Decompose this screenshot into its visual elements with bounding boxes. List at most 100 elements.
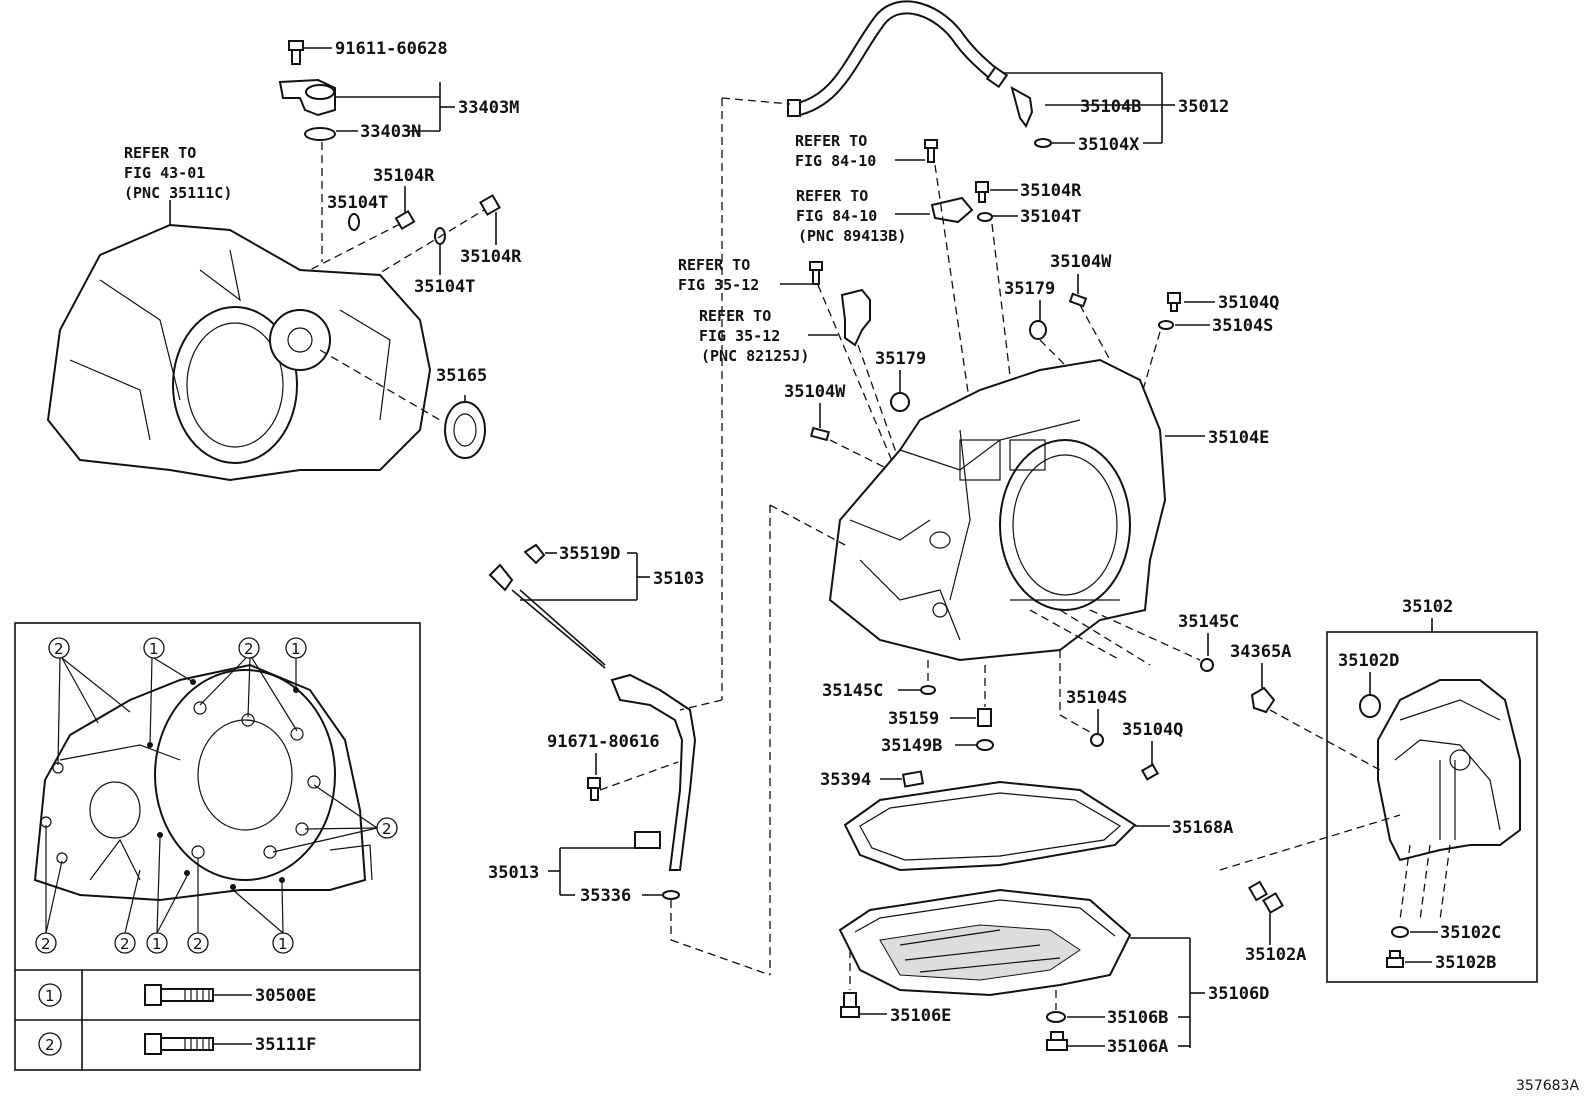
bolt-35111F-icon <box>144 1033 214 1055</box>
label-33403N: 33403N <box>360 122 421 142</box>
bolt-35104R-a <box>394 209 416 231</box>
extension-housing-35102 <box>1377 679 1521 862</box>
label-35179-a: 35179 <box>1004 279 1055 299</box>
cap-35519D <box>523 543 546 565</box>
label-35104B: 35104B <box>1080 97 1141 117</box>
label-35102D: 35102D <box>1338 651 1399 671</box>
plug-35179-a <box>1029 320 1047 340</box>
label-35336: 35336 <box>580 886 631 906</box>
ref-label-5b: FIG 35-12 <box>699 327 780 345</box>
callout-1: 1 <box>291 640 301 658</box>
callout-2: 2 <box>382 820 392 838</box>
ref-label-2b: FIG 84-10 <box>795 152 876 170</box>
ref-label-1b: FIG 43-01 <box>124 164 205 182</box>
inset-callouts: 2 1 2 1 2 2 2 1 2 1 <box>35 637 398 954</box>
callout-2: 2 <box>54 640 64 658</box>
gasket-35145C-b <box>1200 658 1214 672</box>
label-35103: 35103 <box>653 569 704 589</box>
label-35102: 35102 <box>1402 597 1453 617</box>
ref-label-4b: FIG 35-12 <box>678 276 759 294</box>
magnet-35394 <box>901 770 925 788</box>
legend-key-2: 2 <box>45 1036 55 1054</box>
pin-35104W-a <box>1068 292 1088 308</box>
label-35104S-b: 35104S <box>1066 688 1127 708</box>
label-35104Q-b: 35104Q <box>1122 720 1183 740</box>
ref-label-5c: (PNC 82125J) <box>701 347 809 365</box>
clip-34365A <box>1250 686 1276 714</box>
oring-35104T-a <box>348 213 360 231</box>
ref-label-4a: REFER TO <box>678 256 750 274</box>
oring-33403N <box>304 127 336 141</box>
label-35106B: 35106B <box>1107 1008 1168 1028</box>
oring-35104T-c <box>977 212 993 222</box>
ref-label-2a: REFER TO <box>795 132 867 150</box>
bolt-35104R-c <box>975 181 989 193</box>
label-35159: 35159 <box>888 709 939 729</box>
oil-seal-35165 <box>444 401 486 459</box>
gasket-35104X <box>1034 138 1052 148</box>
label-91611-60628: 91611-60628 <box>335 39 448 59</box>
ref-label-3b: FIG 84-10 <box>796 207 877 225</box>
plug-35102D <box>1359 694 1381 718</box>
label-35104X: 35104X <box>1078 135 1140 155</box>
label-35012: 35012 <box>1178 97 1229 117</box>
label-35104T-b: 35104T <box>414 277 475 297</box>
bolt-35102B <box>1389 950 1401 959</box>
pin-35104W-b <box>810 426 830 442</box>
label-34365A: 34365A <box>1230 642 1291 662</box>
label-35104Q-a: 35104Q <box>1218 293 1279 313</box>
label-35104T-a: 35104T <box>327 193 388 213</box>
label-35149B: 35149B <box>881 736 942 756</box>
gasket-35106B <box>1046 1011 1066 1023</box>
label-35104T-c: 35104T <box>1020 207 1081 227</box>
drain-plug-35106A <box>1046 1031 1068 1051</box>
label-35104S-a: 35104S <box>1212 316 1273 336</box>
ref-label-1a: REFER TO <box>124 144 196 162</box>
filler-tube-35013 <box>610 673 697 871</box>
plug-35179-b <box>890 392 910 412</box>
ref-label-1c: (PNC 35111C) <box>124 184 232 202</box>
label-35104R-b: 35104R <box>460 247 522 267</box>
label-35165: 35165 <box>436 366 487 386</box>
label-35104W-b: 35104W <box>784 382 846 402</box>
label-35106A: 35106A <box>1107 1037 1168 1057</box>
bolt-35104Q-a <box>1167 292 1181 304</box>
oring-35102C <box>1391 926 1409 938</box>
label-35104R-c: 35104R <box>1020 181 1082 201</box>
inset-housing-view <box>33 663 373 902</box>
bolt-30500E-icon <box>144 984 214 1006</box>
inset-box <box>14 622 421 1071</box>
oring-35336 <box>662 890 680 900</box>
bolt-35106E <box>843 992 857 1008</box>
label-35104W-a: 35104W <box>1050 252 1112 272</box>
plug-35159 <box>977 708 992 727</box>
label-35106E: 35106E <box>890 1006 951 1026</box>
label-35102B: 35102B <box>1435 953 1496 973</box>
callout-2: 2 <box>120 935 130 953</box>
label-35168A: 35168A <box>1172 818 1233 838</box>
oring-35104S-a <box>1158 320 1174 330</box>
transaxle-housing-left <box>46 223 432 482</box>
callout-1: 1 <box>152 935 162 953</box>
sensor-33403M <box>278 78 336 117</box>
oil-pan-35106D <box>838 888 1132 997</box>
label-35104R-a: 35104R <box>373 166 435 186</box>
label-35394: 35394 <box>820 770 871 790</box>
label-35104E: 35104E <box>1208 428 1269 448</box>
gasket-35149B <box>976 739 994 751</box>
speed-sensor-84-10 <box>930 196 974 224</box>
label-35179-b: 35179 <box>875 349 926 369</box>
callout-1: 1 <box>149 640 159 658</box>
bolt-35102A <box>1262 892 1284 914</box>
label-33403M: 33403M <box>458 98 519 118</box>
legend-part-35111F: 35111F <box>255 1035 316 1055</box>
union-35104B <box>1010 85 1034 128</box>
ref-label-3a: REFER TO <box>796 187 868 205</box>
sensor-35-12 <box>840 288 871 347</box>
callout-2: 2 <box>244 640 254 658</box>
gasket-35145C-a <box>920 685 936 695</box>
bolt-91671 <box>587 777 601 789</box>
legend-part-30500E: 30500E <box>255 986 316 1006</box>
label-35102C: 35102C <box>1440 923 1501 943</box>
